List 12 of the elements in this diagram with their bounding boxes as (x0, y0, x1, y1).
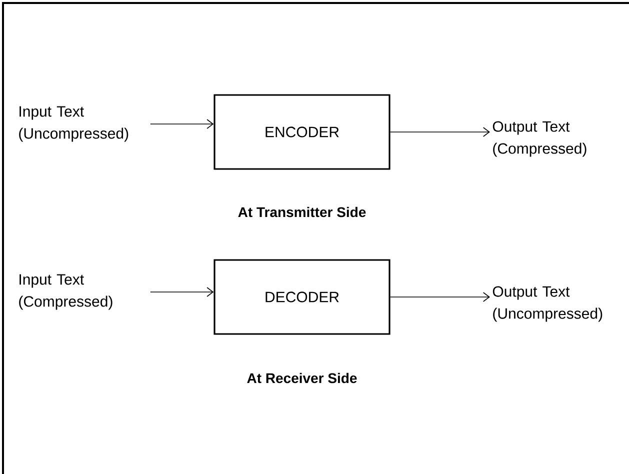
text-label: Output Text (Uncompressed) (492, 286, 602, 322)
arrow (390, 292, 490, 302)
text-label: Input Text (Compressed) (19, 274, 112, 310)
text-label: Input Text (Uncompressed) (19, 106, 128, 142)
process-box: ENCODER (214, 94, 390, 170)
arrow (150, 119, 214, 129)
node-label: At Transmitter Side (238, 206, 366, 218)
process-box: DECODER (214, 259, 390, 335)
node-label: At Receiver Side (247, 372, 357, 384)
arrow (390, 127, 490, 137)
arrow (150, 287, 214, 297)
text-label: Output Text (Compressed) (492, 121, 586, 157)
